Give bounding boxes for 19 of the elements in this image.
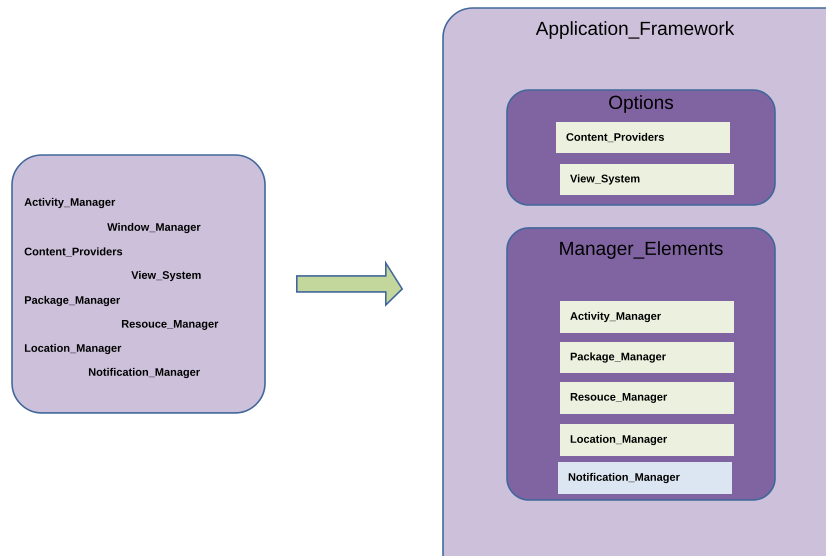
item-box: Location_Manager: [560, 424, 734, 456]
list-text: Package_Manager: [24, 296, 120, 306]
item-box: Notification_Manager: [558, 462, 732, 494]
list-text: Notification_Manager: [88, 368, 200, 378]
list-text: Activity_Manager: [24, 198, 116, 208]
item-box: Package_Manager: [560, 342, 734, 373]
panel-title: Options: [609, 95, 674, 113]
list-text: Resouce_Manager: [122, 320, 218, 330]
list-text: Content_Providers: [24, 247, 122, 257]
item-box: Activity_Manager: [560, 301, 734, 333]
list-text: Window_Manager: [107, 222, 200, 234]
panel-title: Manager_Elements: [560, 241, 723, 259]
block-arrow: [296, 260, 404, 307]
item-box: Content_Providers: [556, 122, 730, 153]
panel-title: Application_Framework: [536, 21, 734, 39]
item-box: Resouce_Manager: [560, 382, 734, 414]
list-text: View_System: [131, 270, 201, 282]
item-box: View_System: [560, 164, 734, 195]
list-text: Location_Manager: [24, 344, 122, 354]
